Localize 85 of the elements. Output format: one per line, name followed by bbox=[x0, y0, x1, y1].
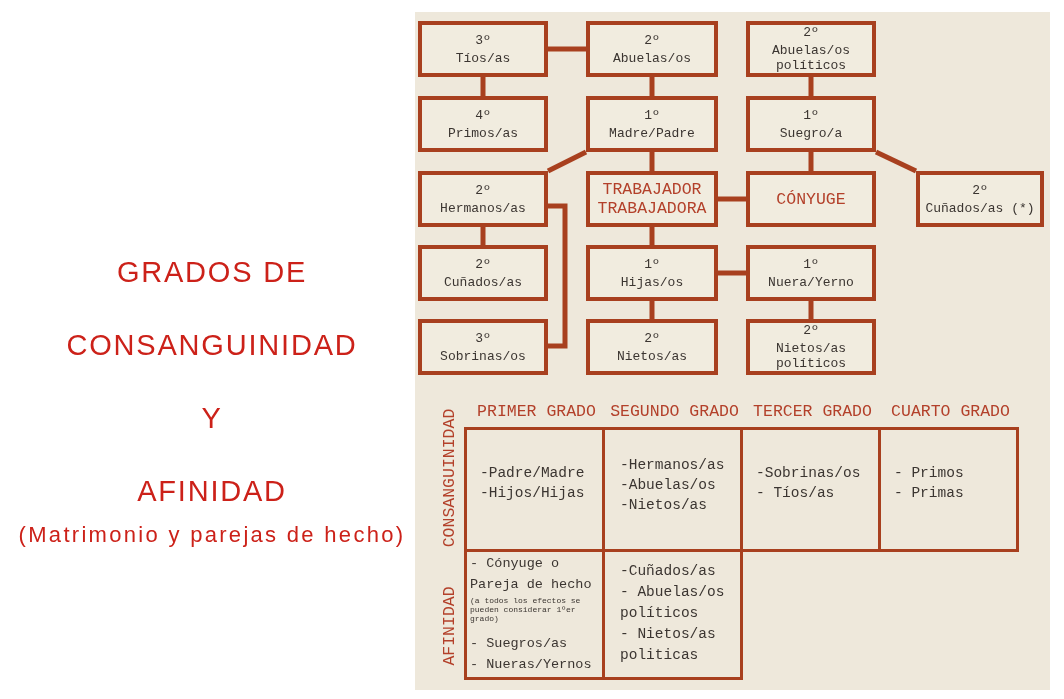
spouse-box bbox=[746, 171, 876, 227]
relative-box bbox=[418, 171, 548, 227]
role-label: CÓNYUGE bbox=[776, 189, 846, 209]
row-heading: CONSANGUINIDAD bbox=[441, 408, 459, 548]
degree-label: 4º bbox=[475, 107, 491, 123]
connector-line bbox=[546, 149, 588, 174]
connector-line bbox=[808, 77, 814, 96]
relative-box bbox=[418, 96, 548, 152]
degree-label: 1º bbox=[644, 256, 660, 272]
degree-label: 2º bbox=[972, 182, 988, 198]
relative-box bbox=[916, 171, 1044, 227]
subtitle: (Matrimonio y parejas de hecho) bbox=[18, 521, 406, 549]
connector-line bbox=[480, 77, 486, 96]
connector-line bbox=[649, 227, 655, 245]
relative-name: Tíos/as bbox=[455, 50, 511, 66]
list-item: -Nietos/as bbox=[620, 495, 707, 515]
relative-name: Suegro/a bbox=[779, 125, 843, 141]
degree-label: 3º bbox=[475, 330, 491, 346]
list-item: -Sobrinas/os bbox=[756, 463, 861, 483]
column-heading: TERCER GRADO bbox=[753, 402, 872, 422]
list-item: - Abuelas/os políticos bbox=[620, 583, 726, 623]
list-item: - Suegros/as bbox=[470, 635, 568, 653]
relative-box bbox=[586, 245, 718, 301]
relative-box bbox=[418, 21, 548, 77]
worker-box bbox=[586, 171, 718, 227]
connector-line bbox=[480, 227, 486, 245]
column-heading: PRIMER GRADO bbox=[477, 402, 596, 422]
row-heading: AFINIDAD bbox=[441, 586, 459, 666]
degree-label: 2º bbox=[644, 330, 660, 346]
degree-label: 1º bbox=[803, 256, 819, 272]
degree-label: 2º bbox=[803, 323, 819, 338]
connector-line bbox=[548, 46, 586, 52]
footnote-text: (a todos los efectos se pueden considerar 1ºer grado) bbox=[470, 596, 582, 623]
relative-box bbox=[746, 96, 876, 152]
connector-line bbox=[649, 77, 655, 96]
connector-line bbox=[808, 301, 814, 319]
relative-name: Sobrinas/os bbox=[440, 348, 526, 364]
list-item: -Cuñados/as bbox=[620, 562, 716, 581]
relative-box bbox=[418, 319, 548, 375]
connector-line bbox=[718, 270, 746, 276]
relative-name: Cuñados/as (*) bbox=[925, 200, 1035, 216]
degree-label: 2º bbox=[644, 32, 660, 48]
relative-name: Abuelas/os bbox=[613, 50, 691, 66]
degree-label: 2º bbox=[803, 25, 819, 40]
list-item: -Abuelas/os bbox=[620, 475, 716, 495]
page-title: GRADOS DE CONSANGUINIDAD Y AFINIDAD bbox=[66, 255, 358, 509]
relative-box bbox=[586, 96, 718, 152]
list-item: - Tíos/as bbox=[756, 483, 835, 503]
relative-name: Nietos/as políticos bbox=[774, 341, 848, 371]
list-item: -Padre/Madre bbox=[480, 463, 585, 483]
list-item: - Cónyuge o Pareja de hecho bbox=[470, 555, 593, 594]
relative-box bbox=[746, 319, 876, 375]
degree-label: 1º bbox=[644, 107, 660, 123]
relative-box bbox=[746, 21, 876, 77]
connector-line bbox=[718, 196, 746, 202]
list-item: -Hermanos/as bbox=[620, 455, 725, 475]
relative-name: Cuñados/as bbox=[444, 274, 522, 290]
list-item: - Nietos/as politicas bbox=[620, 625, 717, 665]
degree-label: 3º bbox=[475, 32, 491, 48]
relative-name: Nuera/Yerno bbox=[768, 274, 854, 290]
connector-line bbox=[649, 301, 655, 319]
relative-name: Abuelas/os políticos bbox=[771, 43, 851, 73]
list-item: - Primos bbox=[894, 463, 964, 483]
connector-line bbox=[874, 149, 918, 174]
column-heading: CUARTO GRADO bbox=[891, 402, 1010, 422]
column-heading: SEGUNDO GRADO bbox=[610, 402, 739, 422]
relative-box bbox=[586, 319, 718, 375]
degree-label: 2º bbox=[475, 256, 491, 272]
relative-box bbox=[586, 21, 718, 77]
connector-line bbox=[649, 152, 655, 171]
relative-name: Hijas/os bbox=[620, 274, 684, 290]
relative-box bbox=[746, 245, 876, 301]
relative-name: Nietos/as bbox=[616, 348, 688, 364]
role-label: TRABAJADOR TRABAJADORA bbox=[596, 180, 708, 218]
list-item: - Nueras/Yernos bbox=[470, 656, 592, 674]
connector-line bbox=[548, 203, 568, 349]
degree-label: 1º bbox=[803, 107, 819, 123]
list-item: -Hijos/Hijas bbox=[480, 483, 585, 503]
connector-line bbox=[808, 152, 814, 171]
relative-name: Primos/as bbox=[447, 125, 519, 141]
degree-label: 2º bbox=[475, 182, 491, 198]
relative-name: Hermanos/as bbox=[440, 200, 526, 216]
list-item: - Primas bbox=[894, 483, 964, 503]
relative-name: Madre/Padre bbox=[609, 125, 695, 141]
relative-box bbox=[418, 245, 548, 301]
